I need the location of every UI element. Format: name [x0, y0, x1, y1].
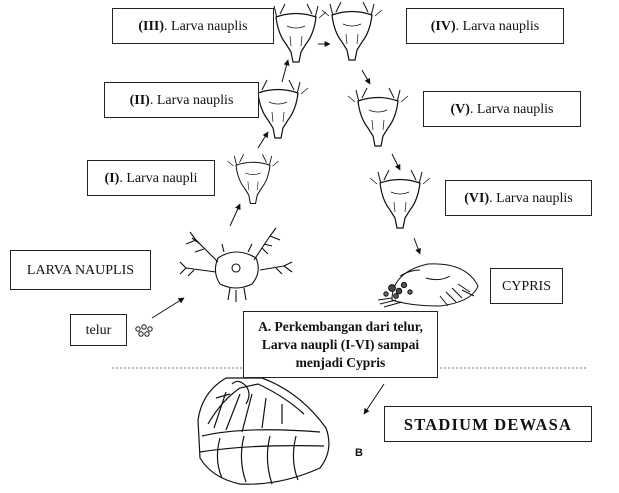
- stage-4-name: . Larva nauplis: [455, 18, 540, 34]
- cypris-label: CYPRIS: [490, 268, 563, 304]
- caption-line-1: A. Perkembangan dari telur,: [258, 318, 423, 334]
- larva-stage-1: [226, 153, 280, 205]
- eggs-cluster: [135, 324, 153, 337]
- adult-stage-label: STADIUM DEWASA: [384, 406, 592, 442]
- larva-nauplis-hatchling: [179, 227, 293, 302]
- stage-1-label: (I). Larva naupli: [87, 160, 215, 196]
- stage-2-label: (II). Larva nauplis: [104, 82, 259, 118]
- cypris-larva: [377, 263, 479, 308]
- figure-letter: B: [355, 447, 363, 459]
- stage-6-roman: (VI): [464, 190, 490, 206]
- stage-4-label: (IV). Larva nauplis: [406, 8, 564, 44]
- egg-label: telur: [70, 314, 127, 346]
- stage-5-label: (V). Larva nauplis: [423, 91, 581, 127]
- stage-5-roman: (V): [450, 101, 470, 117]
- arrows: [151, 41, 421, 415]
- caption-line-2: Larva naupli (I-VI) sampai: [261, 336, 420, 352]
- stage-6-name: . Larva nauplis: [489, 190, 573, 206]
- stage-1-roman: (I): [104, 170, 120, 186]
- larva-nauplis-label: LARVA NAUPLIS: [10, 250, 151, 290]
- stage-2-name: . Larva nauplis: [149, 92, 234, 108]
- larva-stage-6: [369, 169, 431, 229]
- stage-5-name: . Larva nauplis: [469, 101, 554, 117]
- stage-3-name: . Larva nauplis: [164, 18, 248, 34]
- stage-6-label: (VI). Larva nauplis: [445, 180, 592, 216]
- adult-barnacle-shell: [197, 377, 330, 485]
- larva-stage-4: [321, 1, 383, 61]
- caption-box: A. Perkembangan dari telur, Larva naupli…: [243, 311, 438, 378]
- stage-3-label: (III). Larva nauplis: [112, 8, 274, 44]
- stage-3-roman: (III): [138, 18, 165, 34]
- stage-4-roman: (IV): [430, 18, 456, 34]
- larva-stage-5: [347, 87, 409, 147]
- larva-stage-3: [265, 3, 327, 63]
- stage-2-roman: (II): [129, 92, 150, 108]
- stage-1-name: . Larva naupli: [119, 170, 198, 186]
- caption-line-3: menjadi Cypris: [295, 354, 386, 370]
